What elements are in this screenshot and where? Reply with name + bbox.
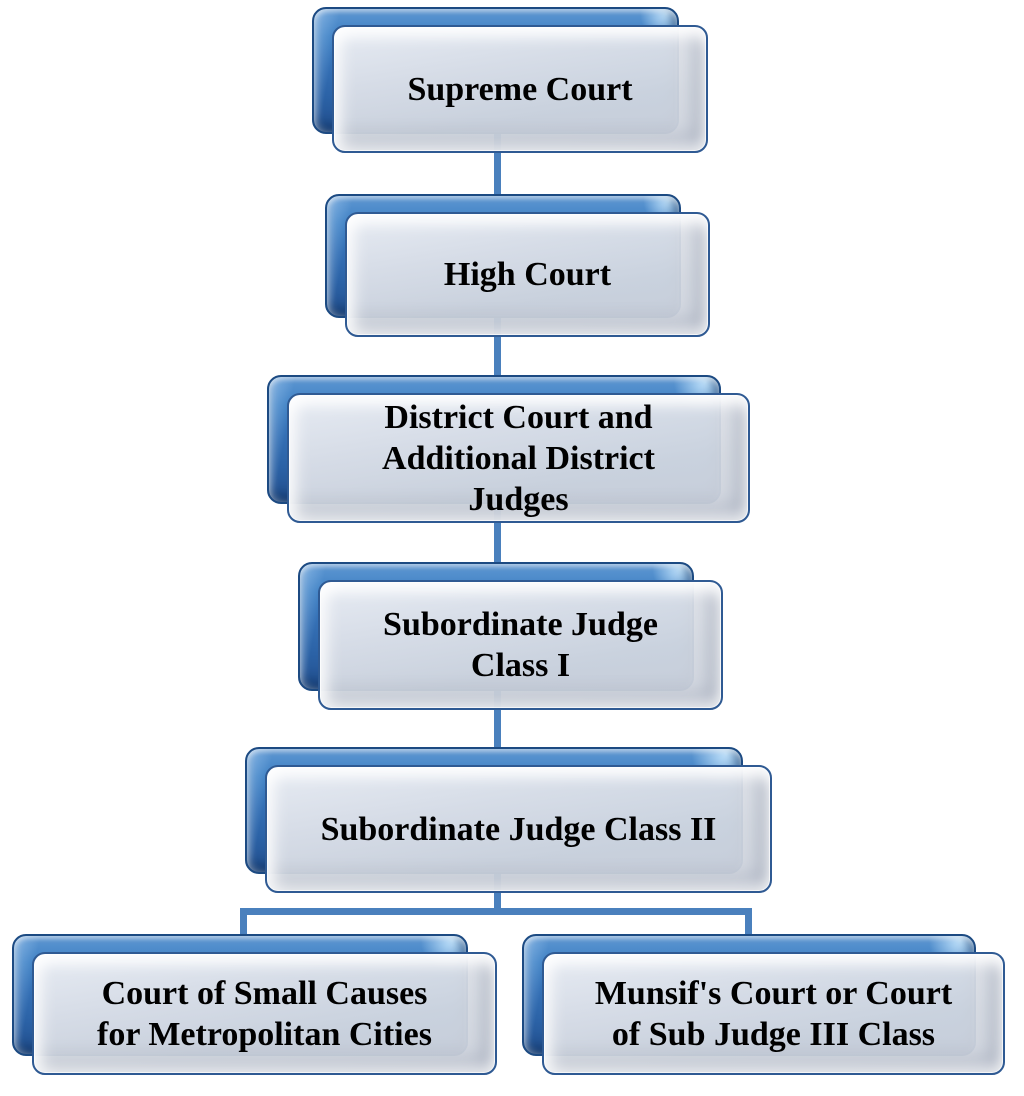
node-subordinate-judge-class-1: Subordinate Judge Class I: [298, 562, 723, 710]
node-subordinate-judge-class-2: Subordinate Judge Class II: [245, 747, 772, 893]
node-face: District Court and Additional District J…: [287, 393, 750, 523]
node-label: High Court: [443, 256, 612, 293]
node-face: Supreme Court: [332, 25, 708, 153]
node-label: Court of Small Causes for Metropolitan C…: [97, 974, 432, 1053]
connector-drop-left: [240, 908, 247, 944]
node-face: Subordinate Judge Class II: [265, 765, 772, 893]
node-munsifs-court: Munsif's Court or Court of Sub Judge III…: [522, 934, 1005, 1075]
node-court-of-small-causes: Court of Small Causes for Metropolitan C…: [12, 934, 497, 1075]
connector-drop-right: [745, 908, 752, 944]
node-label: Munsif's Court or Court of Sub Judge III…: [594, 974, 953, 1053]
connector-horizontal-branch: [240, 908, 752, 915]
node-label: Supreme Court: [407, 70, 633, 108]
node-label: Subordinate Judge Class II: [320, 810, 717, 848]
node-district-court: District Court and Additional District J…: [267, 375, 750, 523]
node-face: Court of Small Causes for Metropolitan C…: [32, 952, 497, 1075]
node-label: District Court and Additional District J…: [382, 398, 655, 518]
node-label: Subordinate Judge Class I: [383, 606, 658, 684]
node-supreme-court: Supreme Court: [312, 7, 708, 153]
node-face: Subordinate Judge Class I: [318, 580, 723, 710]
node-face: High Court: [345, 212, 710, 337]
node-face: Munsif's Court or Court of Sub Judge III…: [542, 952, 1005, 1075]
node-high-court: High Court: [325, 194, 710, 337]
